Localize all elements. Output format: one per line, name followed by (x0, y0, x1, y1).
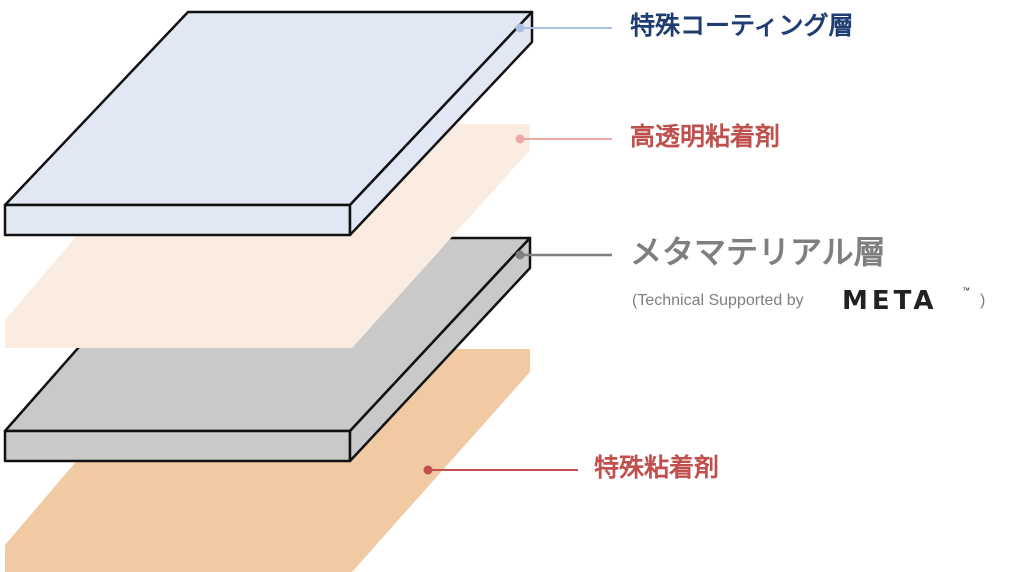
coating-callout: 特殊コーティング層 (515, 11, 854, 40)
metamaterial-note-prefix: (Technical Supported by (632, 292, 804, 309)
coating-label: 特殊コーティング層 (630, 11, 854, 40)
metamaterial-layer-side (348, 236, 532, 463)
oca-leader-dot (515, 134, 525, 144)
adhesive-label: 特殊粘着剤 (594, 453, 719, 482)
oca-callout: 高透明粘着剤 (515, 122, 780, 151)
metamaterial-label: メタマテリアル層 (630, 233, 886, 271)
metamaterial-layer-front (3, 429, 352, 463)
meta-logo: META (842, 286, 937, 316)
adhesive-leader-dot (423, 465, 433, 475)
coating-leader-dot (515, 23, 525, 33)
coating-layer-slab (3, 10, 534, 237)
adhesive-callout: 特殊粘着剤 (423, 453, 719, 482)
metamaterial-note-suffix: ) (980, 292, 985, 309)
meta-logo-trademark: ™ (962, 286, 970, 295)
coating-layer-front (3, 203, 352, 237)
metamaterial-leader-dot (515, 250, 525, 260)
oca-label: 高透明粘着剤 (630, 122, 780, 151)
coating-layer-side (348, 10, 534, 237)
metamaterial-callout: メタマテリアル層 (Technical Supported by META ™ … (515, 233, 985, 316)
